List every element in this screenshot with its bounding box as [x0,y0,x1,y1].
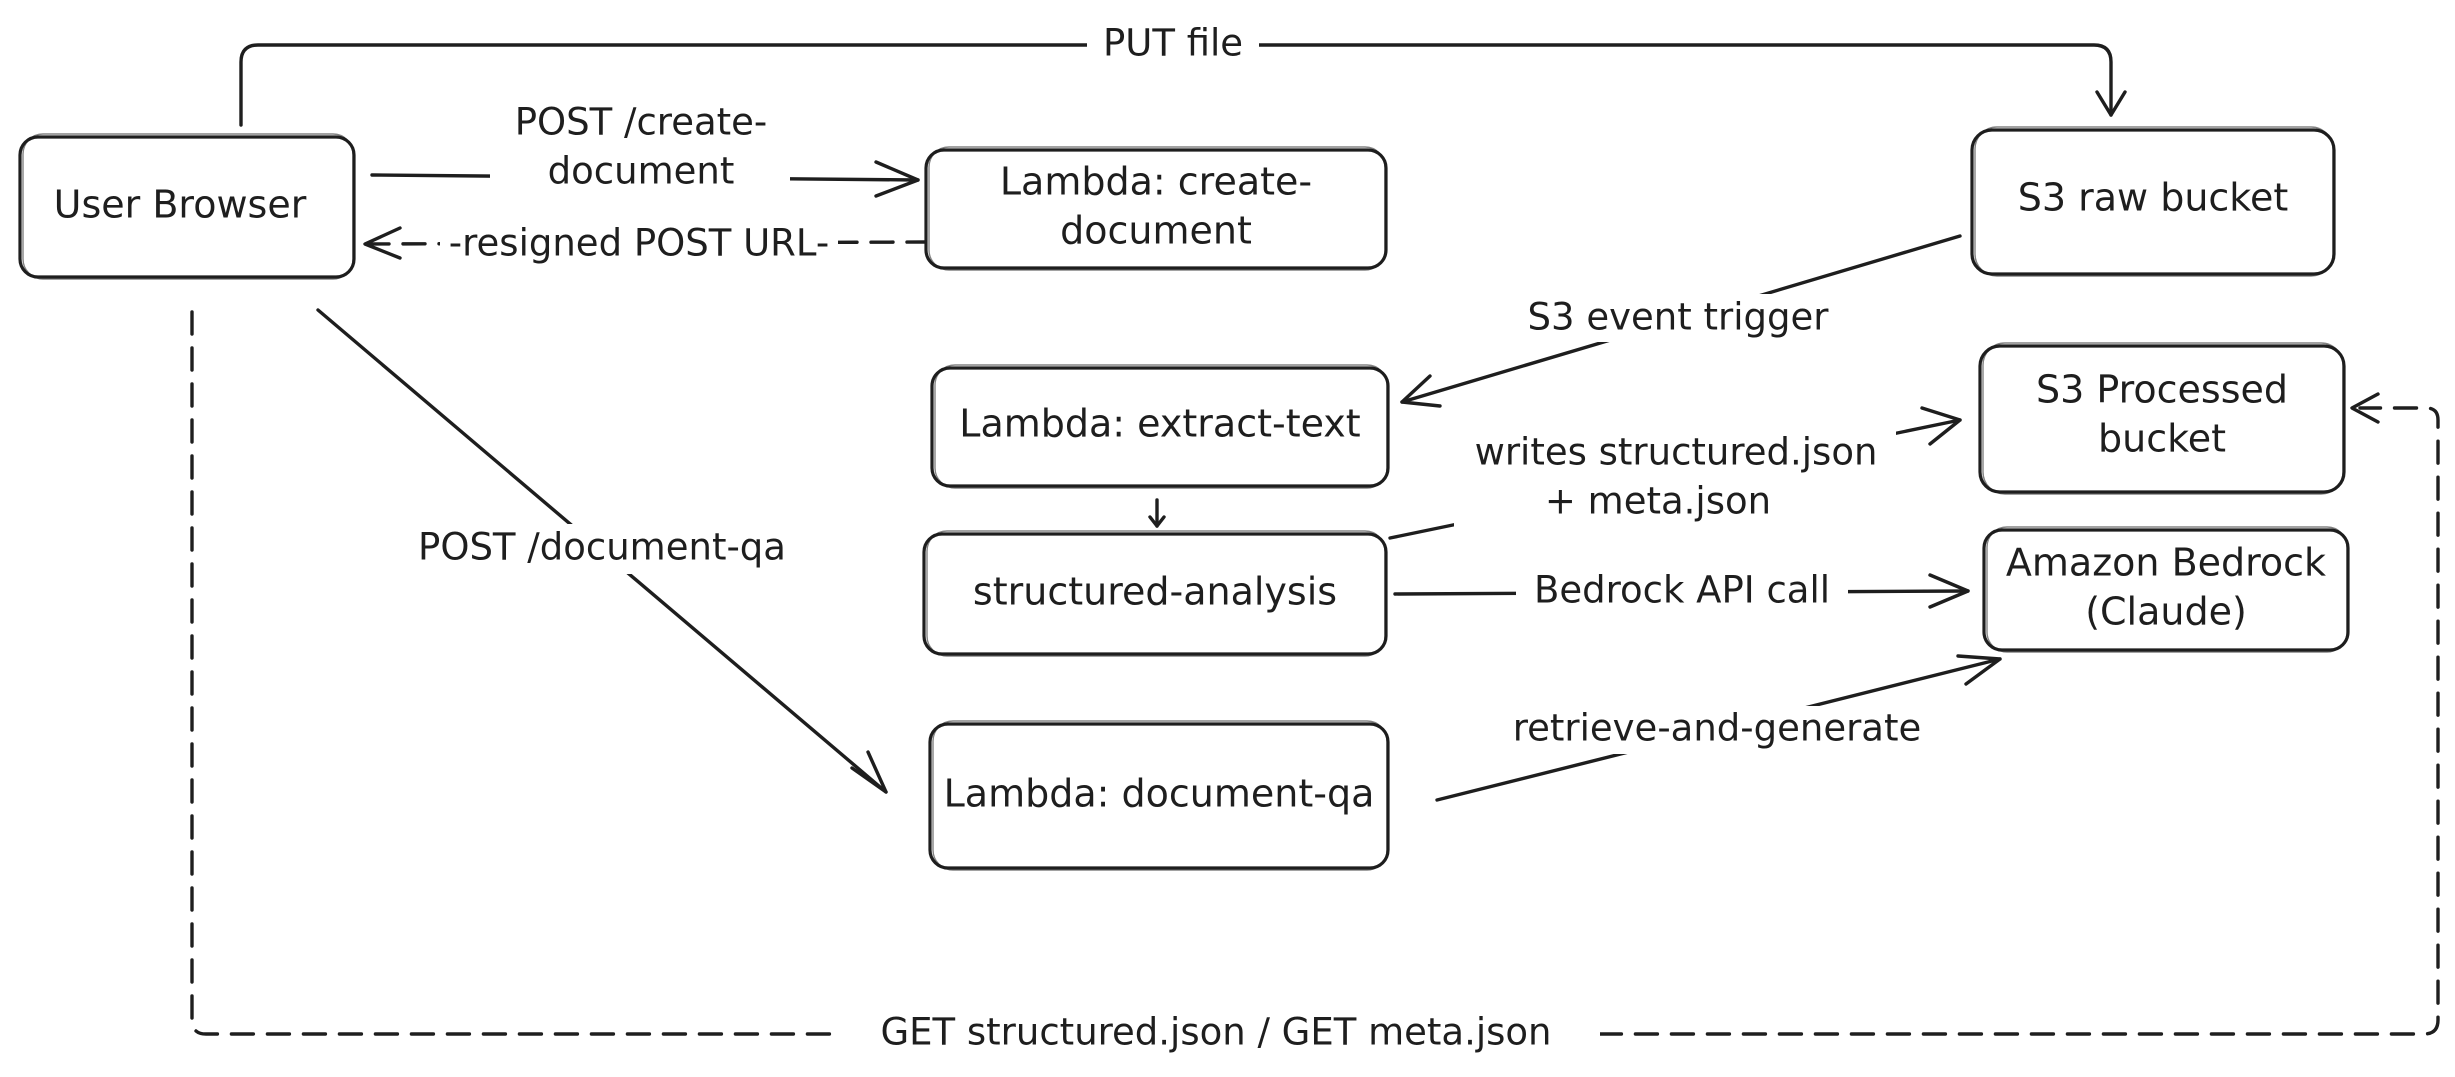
node-label-s3-processed-line1: S3 Processed [2036,368,2288,412]
edge-put-file: PUT file [239,20,2127,127]
node-label-bedrock-line1: Amazon Bedrock [2006,541,2326,585]
node-structured-analysis: structured-analysis [922,530,1388,657]
edge-post-document-qa: POST /document-qa [316,308,888,794]
node-label-bedrock-line2: (Claude) [2085,590,2247,634]
node-label-s3-processed-line2: bucket [2098,417,2226,461]
node-s3-raw-bucket: S3 raw bucket [1970,126,2336,277]
edge-label-post-create-line2: document [548,150,735,193]
edge-retrieve-and-generate: retrieve-and-generate [1435,654,2002,802]
edge-label-s3-event-trigger: S3 event trigger [1528,296,1830,339]
edge-label-put-file: PUT file [1103,22,1243,65]
node-lambda-document-qa: Lambda: document-qa [928,720,1390,871]
edge-label-writes-line2: + meta.json [1545,480,1771,523]
node-s3-processed-bucket: S3 Processed bucket [1978,342,2346,495]
edge-label-writes-line1: writes structured.json [1475,431,1878,474]
node-label-structured-analysis: structured-analysis [973,570,1337,614]
node-label-s3-raw-bucket: S3 raw bucket [2018,176,2288,220]
node-amazon-bedrock: Amazon Bedrock (Claude) [1982,526,2350,653]
edge-bedrock-api-call: Bedrock API call [1393,568,1970,616]
edge-label-retrieve-and-generate: retrieve-and-generate [1513,707,1922,750]
node-lambda-create-document: Lambda: create- document [924,146,1388,271]
edge-presigned-url: -resigned POST URL- [363,222,931,268]
node-label-user-browser: User Browser [54,183,307,227]
node-user-browser: User Browser [18,133,356,280]
edge-label-post-document-qa: POST /document-qa [418,526,786,569]
edge-label-post-create-line1: POST /create- [515,101,768,144]
edge-s3-event-trigger: S3 event trigger [1400,234,1962,408]
node-label-lambda-extract-text: Lambda: extract-text [959,402,1360,446]
edge-extract-to-analysis [1148,498,1166,528]
node-lambda-extract-text: Lambda: extract-text [930,364,1390,489]
edge-post-create-document: POST /create- document [370,100,920,198]
node-label-lambda-document-qa: Lambda: document-qa [944,772,1375,816]
edge-label-get-json: GET structured.json / GET meta.json [880,1011,1551,1054]
edge-get-json: GET structured.json / GET meta.json [190,310,2440,1058]
edge-label-presigned-url: -resigned POST URL- [449,222,829,265]
edge-label-bedrock-api-call: Bedrock API call [1534,569,1830,612]
node-label-lambda-create-line2: document [1060,209,1252,253]
edge-writes-structured-json: writes structured.json + meta.json [1388,406,1962,540]
node-label-lambda-create-line1: Lambda: create- [1000,160,1312,204]
